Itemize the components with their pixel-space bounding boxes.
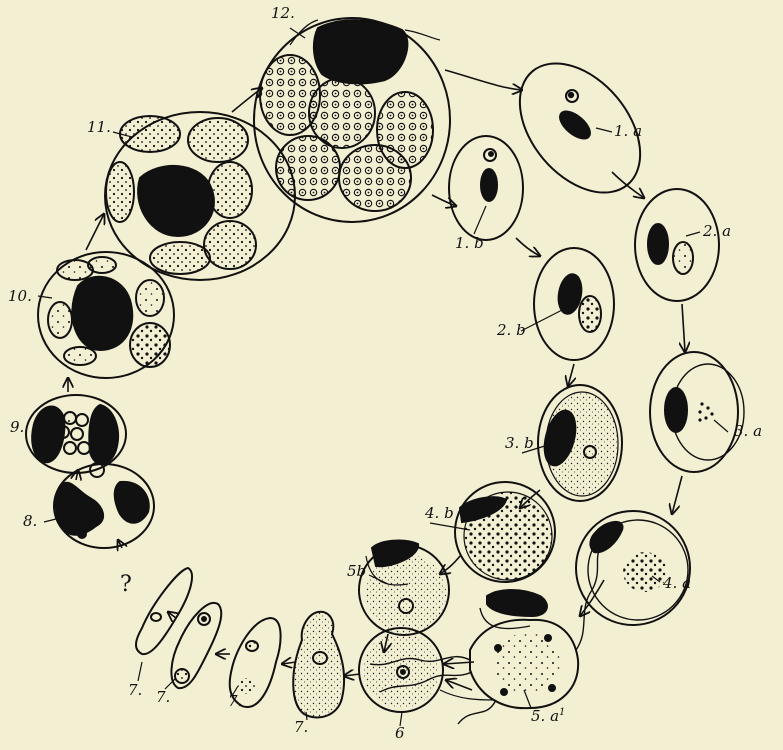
label-stage-1b: 1. b (455, 236, 484, 251)
cell-stage-2b (534, 248, 614, 360)
label-stage-5a1: 5. a1 (531, 708, 565, 724)
cell-stage-4b (455, 482, 555, 582)
cell-stage-6 (359, 628, 443, 712)
cell-stage-4a (576, 511, 690, 625)
label-stage-8: 8. (23, 514, 37, 529)
cell-stage-2a (635, 189, 719, 301)
cell-stage-12 (254, 18, 450, 222)
cell-stage-8 (54, 463, 154, 548)
label-stage-2a: 2. a (703, 224, 731, 239)
label-stage-2b: 2. b (497, 323, 526, 338)
label-stage-11: 11. (87, 120, 111, 135)
label-stage-7d: 7. (294, 720, 308, 735)
label-stage-10: 10. (8, 289, 32, 304)
label-stage-7a: 7. (128, 683, 142, 698)
label-stage-4b: 4. b (425, 506, 454, 521)
label-stage-5b: 5b (347, 564, 366, 579)
label-stage-5a1-sup: 1 (559, 707, 565, 718)
cell-stage-7a (136, 568, 192, 654)
cell-stage-11 (105, 112, 295, 280)
label-stage-3a: 3. a (734, 424, 762, 439)
label-question: ? (120, 574, 132, 596)
cell-stage-7d (293, 612, 344, 718)
label-stage-12: 12. (271, 6, 295, 21)
cell-stage-3b (538, 385, 622, 501)
label-stage-1a: 1. a (614, 124, 642, 139)
cell-stage-7b (171, 603, 221, 688)
cell-stage-9 (26, 395, 126, 473)
cell-stage-3a (650, 352, 744, 472)
cell-stage-1b (449, 136, 523, 240)
label-stage-7b: 7. (156, 690, 170, 705)
label-stage-4a: 4. a (663, 576, 691, 591)
label-stage-3b: 3. b (505, 436, 534, 451)
label-stage-6: 6 (395, 726, 405, 741)
cell-stage-10 (38, 252, 174, 378)
label-stage-7c: 7. (228, 694, 242, 709)
label-stage-9: 9. (10, 420, 24, 435)
cell-stage-5b (359, 541, 449, 635)
